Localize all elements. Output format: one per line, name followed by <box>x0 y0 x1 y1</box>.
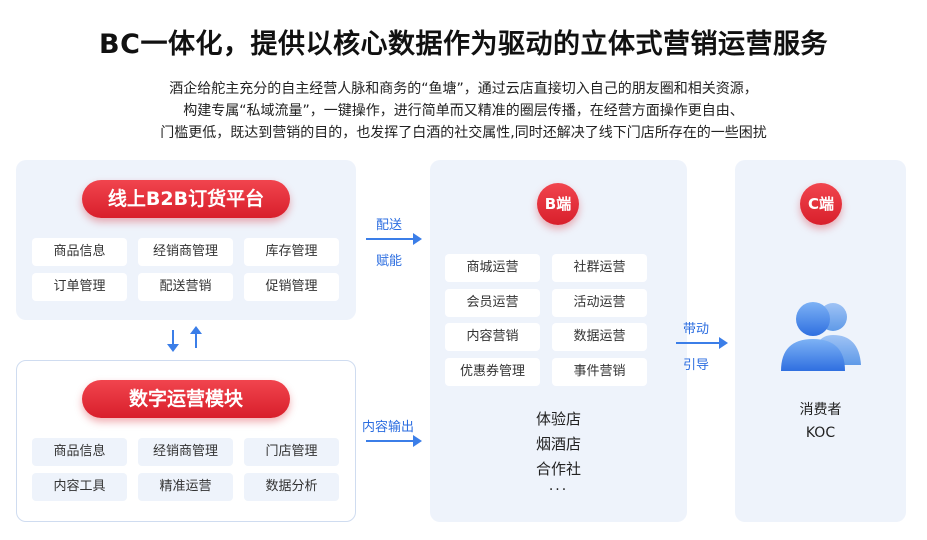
b-item-member-operations: 会员运营 <box>445 289 540 317</box>
store-cooperative: 合作社 <box>535 460 581 478</box>
flow-label-drive: 带动 <box>683 322 710 337</box>
consumer-label: 消费者 <box>799 402 842 418</box>
flow-label-empower: 赋能 <box>376 254 403 269</box>
store-experience: 体验店 <box>535 410 581 428</box>
online-item-delivery-marketing: 配送营销 <box>138 273 233 301</box>
digital-item-content-tools: 内容工具 <box>32 473 127 501</box>
b-item-community-operations: 社群运营 <box>552 254 647 282</box>
b-end-badge: B端 <box>537 183 579 225</box>
b-item-event-operations: 活动运营 <box>552 289 647 317</box>
up-arrow-icon <box>190 326 202 348</box>
b-item-data-operations: 数据运营 <box>552 323 647 351</box>
store-more: ··· <box>548 482 569 498</box>
right-arrow-icon <box>366 233 422 245</box>
b-item-mall-operations: 商城运营 <box>445 254 540 282</box>
b-item-content-marketing: 内容营销 <box>445 323 540 351</box>
page-title: BC一体化，提供以核心数据作为驱动的立体式营销运营服务 <box>99 29 828 60</box>
online-item-product-info: 商品信息 <box>32 238 127 266</box>
digital-item-store-management: 门店管理 <box>244 438 339 466</box>
koc-label: KOC <box>805 425 836 441</box>
right-arrow-icon <box>676 337 728 349</box>
flow-label-content-output: 内容输出 <box>362 420 415 435</box>
online-item-dealer-management: 经销商管理 <box>138 238 233 266</box>
store-tobacco-liquor: 烟酒店 <box>535 435 581 453</box>
flow-label-delivery: 配送 <box>376 218 403 233</box>
right-arrow-icon <box>366 435 422 447</box>
description-line-1: 酒企给舵主充分的自主经营人脉和商务的“鱼塘”，通过云店直接切入自己的朋友圈和相关… <box>169 81 758 97</box>
flow-label-guide: 引导 <box>683 358 710 373</box>
c-end-badge: C端 <box>800 183 842 225</box>
online-item-inventory-management: 库存管理 <box>244 238 339 266</box>
b-item-coupon-management: 优惠券管理 <box>445 358 540 386</box>
b-item-event-marketing: 事件营销 <box>552 358 647 386</box>
description: 酒企给舵主充分的自主经营人脉和商务的“鱼塘”，通过云店直接切入自己的朋友圈和相关… <box>0 78 927 144</box>
description-line-3: 门槛更低，既达到营销的目的，也发挥了白酒的社交属性,同时还解决了线下门店所存在的… <box>160 125 767 141</box>
digital-item-dealer-management: 经销商管理 <box>138 438 233 466</box>
digital-item-precision-operations: 精准运营 <box>138 473 233 501</box>
digital-item-data-analysis: 数据分析 <box>244 473 339 501</box>
digital-item-product-info: 商品信息 <box>32 438 127 466</box>
online-item-promotion-management: 促销管理 <box>244 273 339 301</box>
digital-module-title: 数字运营模块 <box>82 380 290 418</box>
online-item-order-management: 订单管理 <box>32 273 127 301</box>
description-line-2: 构建专属“私域流量”，一键操作，进行简单而又精准的圈层传播，在经营方面操作更自由… <box>183 103 744 119</box>
down-arrow-icon <box>167 330 179 352</box>
consumer-icon <box>781 302 861 371</box>
online-platform-title: 线上B2B订货平台 <box>82 180 290 218</box>
